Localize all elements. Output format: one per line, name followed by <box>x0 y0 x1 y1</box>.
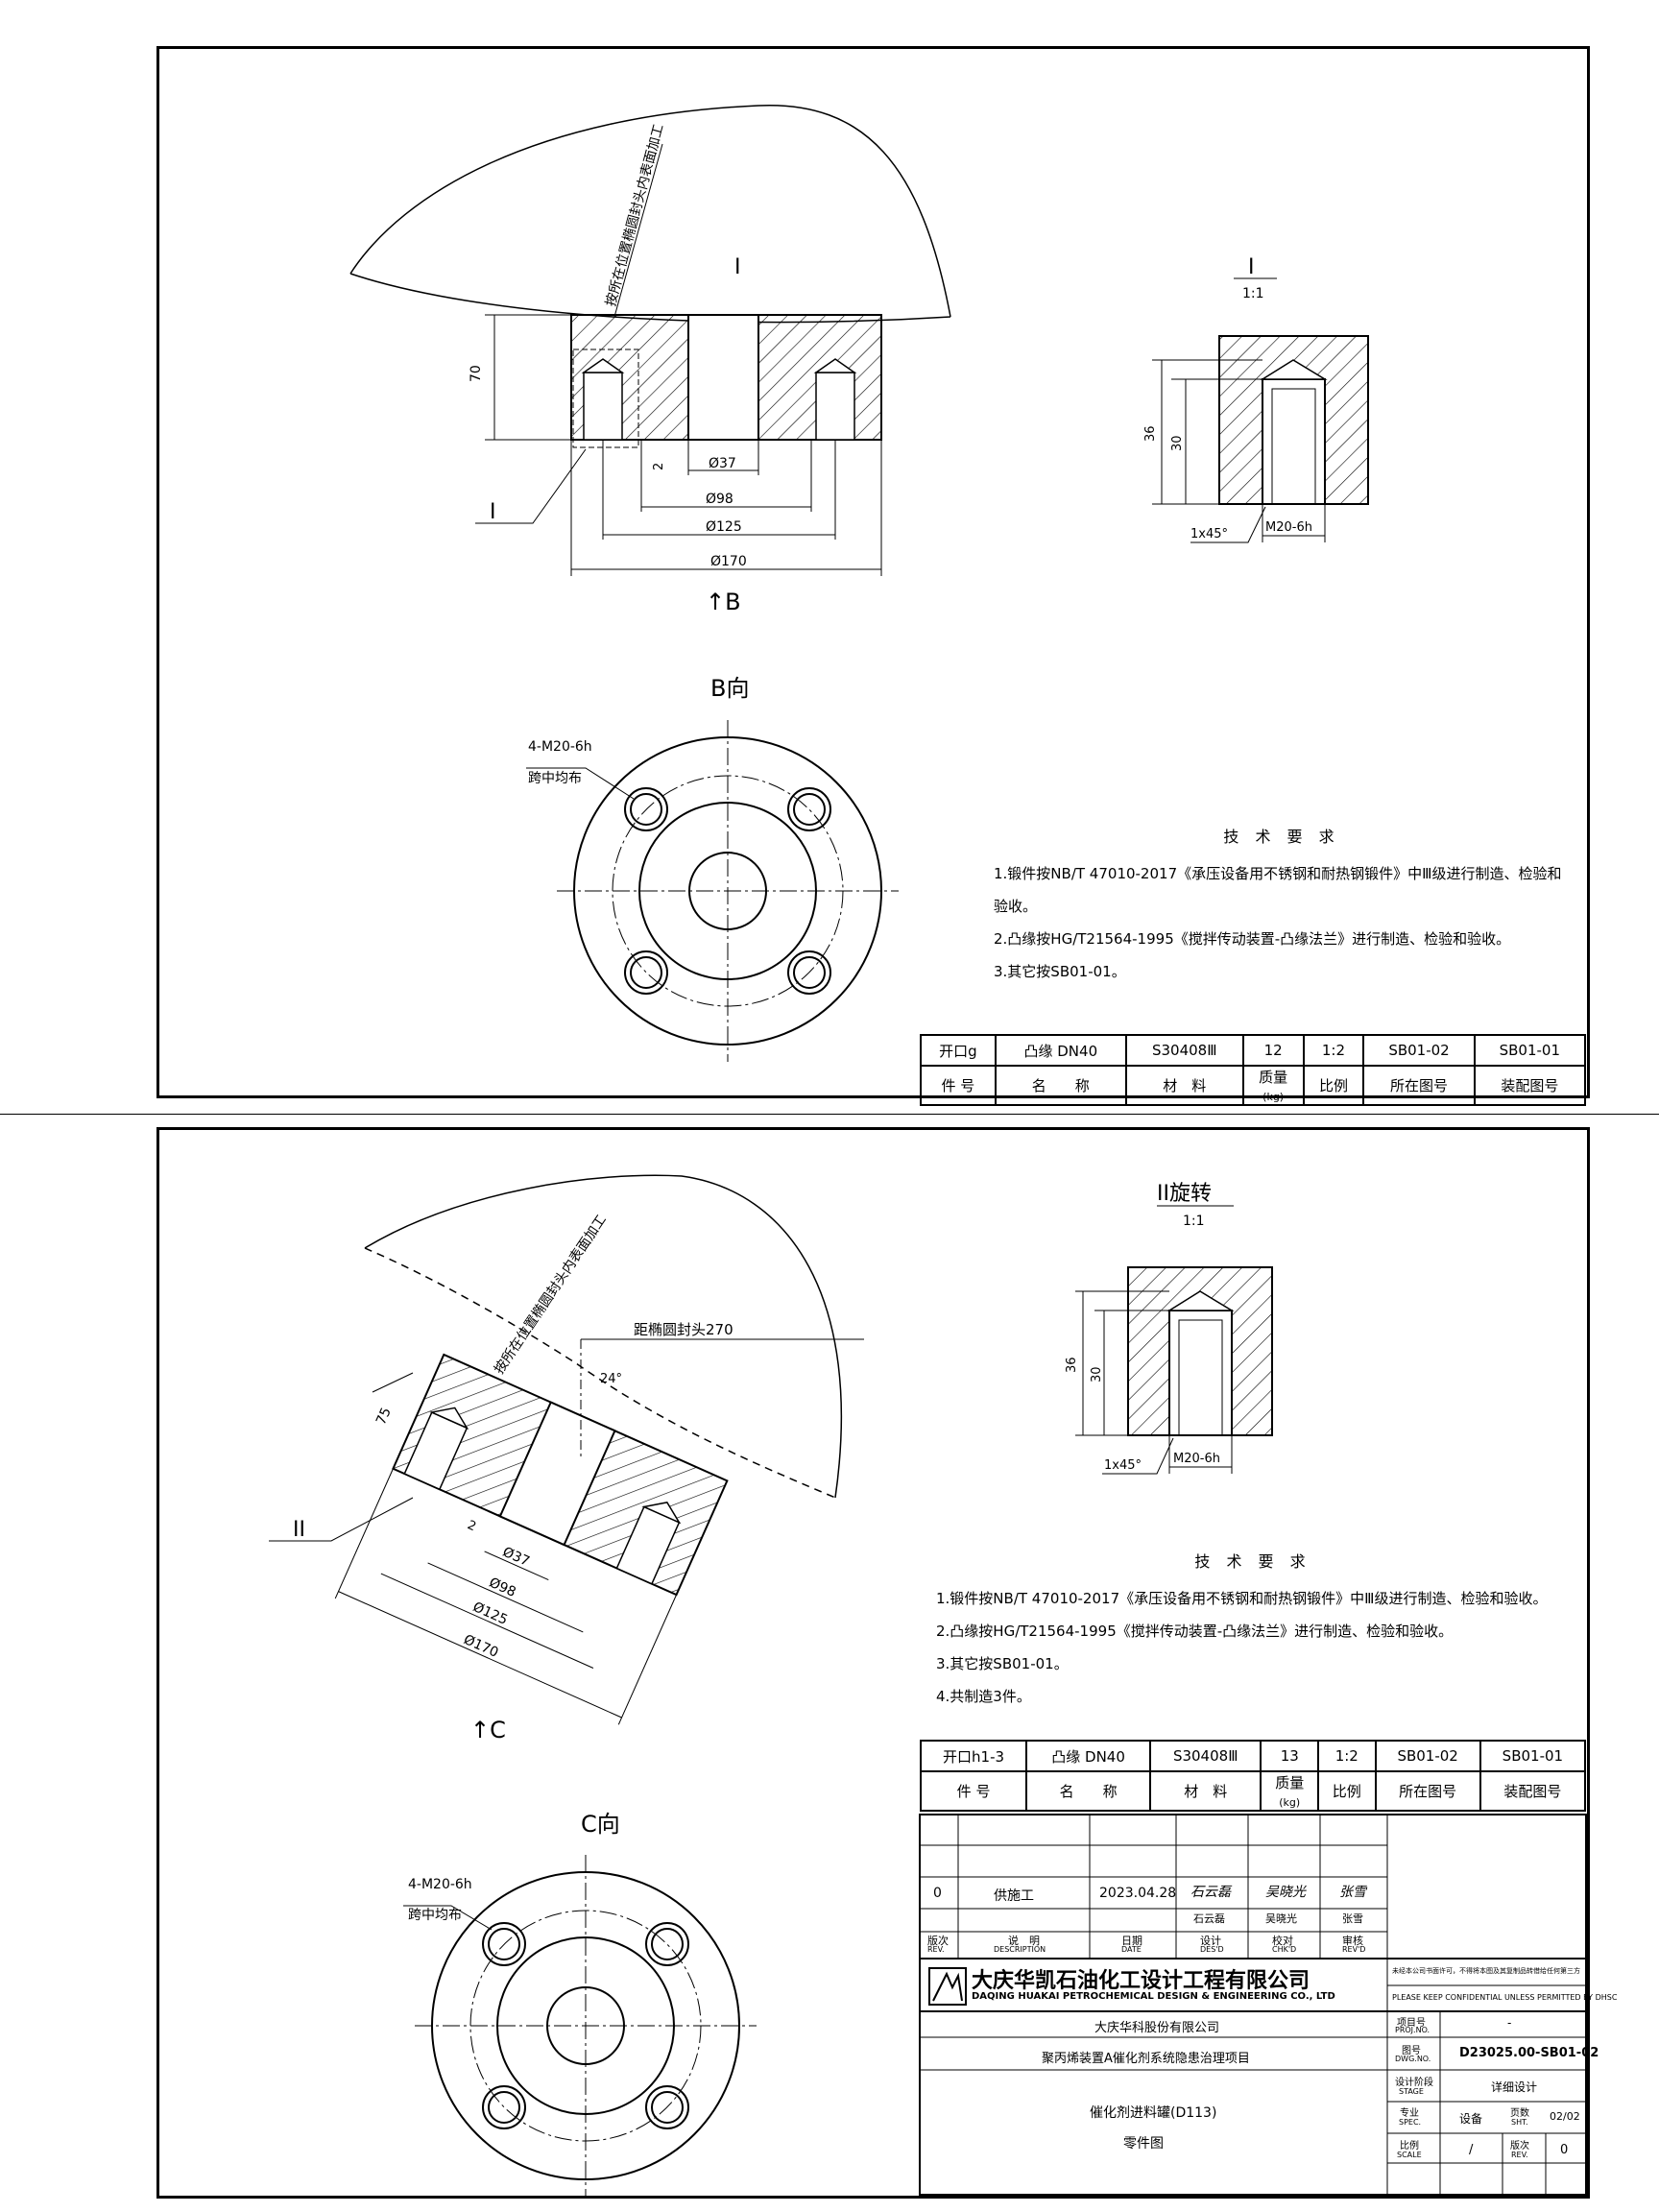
callout-I: I <box>490 500 496 524</box>
part-name: 凸缘 DN40 <box>994 1034 1127 1067</box>
stage: 详细设计 <box>1491 2080 1538 2094</box>
tech-req-top: 技 术 要 求 1.锻件按NB/T 47010-2017《承压设备用不锈钢和耐热… <box>994 821 1570 988</box>
bore <box>687 314 759 441</box>
company-logo <box>928 1967 967 2006</box>
dim-36: 36 <box>1143 425 1158 442</box>
part-mass: 12 <box>1241 1034 1305 1067</box>
detail-I-boundary <box>572 349 639 448</box>
bolt-note-1: 4-M20-6h <box>528 739 592 755</box>
bolt-holes-B <box>624 787 831 995</box>
dim-30: 30 <box>1170 435 1185 451</box>
top-drawing: 70 Ø37 Ø98 Ø125 Ø170 2 I 按所在位置椭圆封头内表面加工 … <box>349 105 1369 1062</box>
part-scale: 1:2 <box>1302 1034 1365 1067</box>
section-I-label: I <box>734 255 741 279</box>
rev-no: 0 <box>1560 2143 1569 2157</box>
dim-75: 75 <box>373 1406 395 1428</box>
confidential-cn: 未经本公司书面许可，不得将本图及其复制品转借给任何第三方 <box>1392 1967 1580 1975</box>
svg-text:4-M20-6h: 4-M20-6h <box>408 1877 472 1892</box>
detail-I-title: I <box>1248 255 1255 279</box>
tb-sig-checked: 吴晓光 <box>1265 1885 1306 1900</box>
distance-note: 距椭圆封头270 <box>634 1321 733 1338</box>
parts-row: 开口g 凸缘 DN40 S30408Ⅲ 12 1:2 SB01-02 SB01-… <box>920 1034 1587 1067</box>
confidential-en: PLEASE KEEP CONFIDENTIAL UNLESS PERMITTE… <box>1392 1993 1618 2002</box>
sheet-separator <box>0 1114 1659 1115</box>
tech-req-bottom: 技 术 要 求 1.锻件按NB/T 47010-2017《承压设备用不锈钢和耐热… <box>936 1552 1548 1705</box>
client-name: 大庆华科股份有限公司 <box>1094 2021 1220 2035</box>
callout-II: II <box>293 1518 305 1542</box>
company-name-en: DAQING HUAKAI PETROCHEMICAL DESIGN & ENG… <box>972 1991 1335 2002</box>
tb-desc: 供施工 <box>994 1888 1034 1904</box>
dim-125: Ø125 <box>706 519 742 535</box>
thread-label: M20-6h <box>1265 520 1312 535</box>
scale: / <box>1469 2143 1474 2157</box>
drawing-title-1: 催化剂进料罐(D113) <box>1090 2105 1217 2121</box>
part-assembly: SB01-01 <box>1473 1034 1587 1067</box>
tech-req-line: 3.其它按SB01-01。 <box>994 963 1126 980</box>
part-no: 开口g <box>920 1034 997 1067</box>
tb-name-checked: 吴晓光 <box>1265 1912 1297 1925</box>
drawing-title-2: 零件图 <box>1123 2136 1164 2152</box>
dim-37: Ø37 <box>709 456 736 471</box>
svg-text:30: 30 <box>1090 1366 1104 1382</box>
parts-table-bottom: 开口h1-3 凸缘 DN40 S30408Ⅲ 13 1:2 SB01-02 SB… <box>919 1740 1587 1812</box>
svg-text:M20-6h: M20-6h <box>1173 1452 1220 1466</box>
drawing-sheet-bottom <box>156 1127 1590 2199</box>
detail-II-title: II旋转 <box>1157 1182 1212 1206</box>
dim-98: Ø98 <box>706 492 733 507</box>
tech-req-line: 1.锻件按NB/T 47010-2017《承压设备用不锈钢和耐热钢锻件》中Ⅲ级进… <box>994 865 1562 915</box>
svg-text:36: 36 <box>1065 1357 1079 1373</box>
tb-date: 2023.04.28 <box>1099 1886 1177 1901</box>
svg-text:1x45°: 1x45° <box>1104 1458 1142 1473</box>
part-dwg: SB01-02 <box>1362 1034 1476 1067</box>
tech-req-title: 技 术 要 求 <box>1223 828 1340 846</box>
part-material: S30408Ⅲ <box>1124 1034 1244 1067</box>
dwg-no: D23025.00-SB01-02 <box>1459 2046 1599 2060</box>
svg-text:跨中均布: 跨中均布 <box>408 1908 462 1923</box>
dim-70: 70 <box>469 365 484 382</box>
view-C-label: C向 <box>581 1811 620 1838</box>
detail-I-scale: 1:1 <box>1242 286 1264 301</box>
tb-sig-approved: 张雪 <box>1339 1885 1366 1900</box>
angle-label: 24° <box>600 1372 622 1386</box>
chamfer-label: 1x45° <box>1190 527 1228 541</box>
tb-rev: 0 <box>933 1886 942 1901</box>
bolt-note-2: 跨中均布 <box>528 771 582 786</box>
view-arrow-C: ↑C <box>470 1717 506 1743</box>
sheet-no: 02/02 <box>1550 2110 1580 2123</box>
company-name-cn: 大庆华凯石油化工设计工程有限公司 <box>972 1969 1310 1993</box>
head-outline <box>349 105 951 318</box>
tb-sig-designed: 石云磊 <box>1190 1885 1231 1900</box>
tb-name-approved: 张雪 <box>1342 1912 1363 1925</box>
view-arrow-B: ↑B <box>706 589 741 615</box>
bolt-holes-C <box>482 1922 689 2129</box>
view-B-label: B向 <box>710 675 749 702</box>
dim-170: Ø170 <box>710 554 747 569</box>
proj-no: - <box>1507 2016 1512 2030</box>
detail-II-scale: 1:1 <box>1183 1214 1205 1229</box>
project-name: 聚丙烯装置A催化剂系统隐患治理项目 <box>1042 2052 1250 2066</box>
bottom-drawing: Ø37 Ø98 Ø125 Ø170 2 75 II 按所在位置椭圆封头内表面加工… <box>269 1174 1273 2197</box>
tech-req-line: 2.凸缘按HG/T21564-1995《搅拌传动装置-凸缘法兰》进行制造、检验和… <box>994 930 1511 948</box>
spec: 设备 <box>1459 2112 1483 2126</box>
tb-name-designed: 石云磊 <box>1193 1912 1225 1925</box>
parts-table-top: 开口g 凸缘 DN40 S30408Ⅲ 12 1:2 SB01-02 SB01-… <box>920 1034 1587 1106</box>
dim-2: 2 <box>652 463 666 470</box>
rotated-flange: Ø37 Ø98 Ø125 Ø170 2 <box>334 1353 729 1725</box>
drawing-sheet-top <box>156 46 1590 1098</box>
parts-header: 件 号 名 称 材 料 质量(kg) 比例 所在图号 装配图号 <box>920 1065 1587 1106</box>
